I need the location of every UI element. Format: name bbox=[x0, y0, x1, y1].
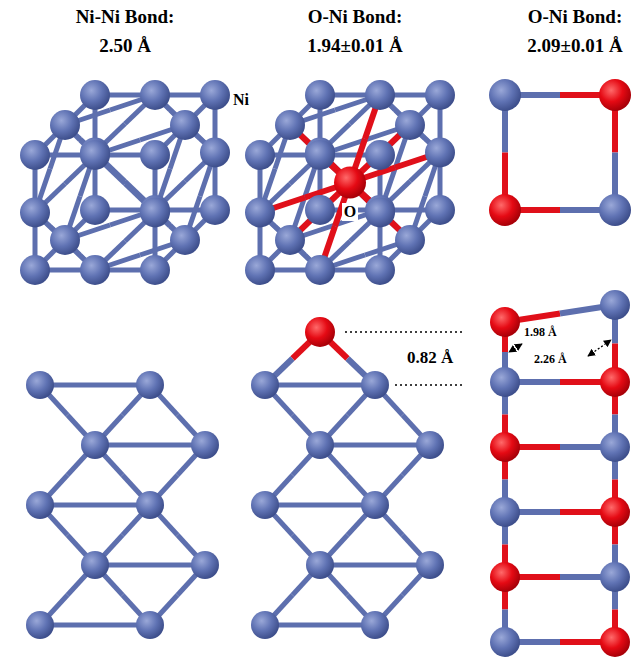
nickel-atom bbox=[425, 80, 455, 110]
nickel-atom bbox=[251, 491, 279, 519]
nickel-atom bbox=[20, 198, 50, 228]
nickel-atom bbox=[245, 255, 275, 285]
atom-label: O bbox=[342, 203, 358, 221]
nickel-atom bbox=[305, 140, 335, 170]
nickel-atom bbox=[305, 80, 335, 110]
nickel-atom bbox=[305, 195, 335, 225]
rocksalt-slab bbox=[490, 290, 630, 657]
oxygen-atom bbox=[305, 317, 335, 347]
nickel-atom bbox=[306, 551, 334, 579]
nickel-atom bbox=[416, 431, 444, 459]
nickel-atom bbox=[361, 371, 389, 399]
nickel-atom bbox=[245, 140, 275, 170]
nickel-atom bbox=[489, 79, 521, 111]
nickel-atom bbox=[81, 431, 109, 459]
dotted-guide bbox=[395, 384, 462, 386]
nickel-atom bbox=[365, 80, 395, 110]
nickel-atom bbox=[251, 371, 279, 399]
nickel-atom bbox=[140, 255, 170, 285]
oxygen-atom bbox=[600, 367, 630, 397]
nickel-atom bbox=[600, 432, 630, 462]
nickel-atom bbox=[490, 367, 520, 397]
oxygen-atom bbox=[490, 432, 520, 462]
nickel-atom bbox=[26, 371, 54, 399]
nickel-atom bbox=[80, 255, 110, 285]
atom-label: Ni bbox=[231, 91, 251, 109]
column-heading: O-Ni Bond: bbox=[306, 7, 405, 28]
nickel-atom bbox=[136, 371, 164, 399]
rocksalt-square bbox=[489, 79, 631, 226]
nickel-atom bbox=[395, 225, 425, 255]
oxygen-atom bbox=[600, 627, 630, 657]
nickel-atom bbox=[395, 110, 425, 140]
nickel-atom bbox=[191, 551, 219, 579]
nickel-atom bbox=[136, 611, 164, 639]
nickel-atom bbox=[425, 195, 455, 225]
nickel-atom bbox=[200, 80, 230, 110]
oxygen-atom bbox=[489, 194, 521, 226]
nickel-atom bbox=[20, 255, 50, 285]
nickel-atom bbox=[490, 627, 520, 657]
nickel-atom bbox=[251, 611, 279, 639]
nickel-atom bbox=[170, 225, 200, 255]
column-heading: 1.94±0.01 Å bbox=[305, 36, 404, 57]
oxygen-atom bbox=[334, 167, 366, 199]
nickel-atom bbox=[245, 198, 275, 228]
nickel-atom bbox=[170, 110, 200, 140]
nickel-atom bbox=[140, 80, 170, 110]
nickel-atom bbox=[80, 195, 110, 225]
nickel-atom bbox=[365, 255, 395, 285]
nickel-atom bbox=[416, 551, 444, 579]
column-heading: 2.09±0.01 Å bbox=[525, 36, 624, 57]
nickel-atom bbox=[50, 110, 80, 140]
nickel-atom bbox=[490, 497, 520, 527]
column-heading: Ni-Ni Bond: bbox=[74, 7, 177, 28]
nickel-atom bbox=[26, 611, 54, 639]
nickel-atom bbox=[425, 138, 455, 168]
fcc-cell bbox=[20, 80, 230, 285]
nickel-atom bbox=[140, 198, 170, 228]
oxygen-atom bbox=[490, 307, 520, 337]
nickel-atom bbox=[136, 491, 164, 519]
nickel-atom bbox=[140, 140, 170, 170]
nickel-atom bbox=[20, 140, 50, 170]
distance-arrow bbox=[588, 340, 611, 356]
nickel-atom bbox=[305, 255, 335, 285]
height-guides bbox=[345, 332, 462, 385]
nickel-atom bbox=[599, 194, 631, 226]
nickel-atom bbox=[365, 198, 395, 228]
surface-slab bbox=[26, 371, 219, 639]
nickel-atom bbox=[26, 491, 54, 519]
nickel-atom bbox=[50, 225, 80, 255]
distance-label: 1.98 Å bbox=[522, 326, 559, 339]
nickel-atom bbox=[191, 431, 219, 459]
nickel-atom bbox=[81, 551, 109, 579]
column-heading: 2.50 Å bbox=[97, 36, 153, 57]
nickel-atom bbox=[275, 225, 305, 255]
nickel-atom bbox=[361, 611, 389, 639]
nickel-atom bbox=[200, 195, 230, 225]
oxygen-atom bbox=[600, 497, 630, 527]
oxygen-atom bbox=[599, 79, 631, 111]
fcc-cell bbox=[245, 80, 455, 285]
height-label: 0.82 Å bbox=[405, 349, 455, 368]
nickel-atom bbox=[306, 431, 334, 459]
nickel-atom bbox=[200, 138, 230, 168]
nickel-atom bbox=[80, 80, 110, 110]
distance-label: 2.26 Å bbox=[532, 353, 569, 366]
nickel-atom bbox=[600, 290, 630, 320]
nickel-atom bbox=[80, 140, 110, 170]
nickel-atom bbox=[275, 110, 305, 140]
oxygen-atom bbox=[490, 562, 520, 592]
dotted-guide bbox=[345, 331, 462, 333]
nickel-atom bbox=[361, 491, 389, 519]
distance-arrow bbox=[509, 344, 522, 352]
nickel-atom bbox=[600, 562, 630, 592]
column-heading: O-Ni Bond: bbox=[526, 7, 625, 28]
nickel-atom bbox=[365, 140, 395, 170]
